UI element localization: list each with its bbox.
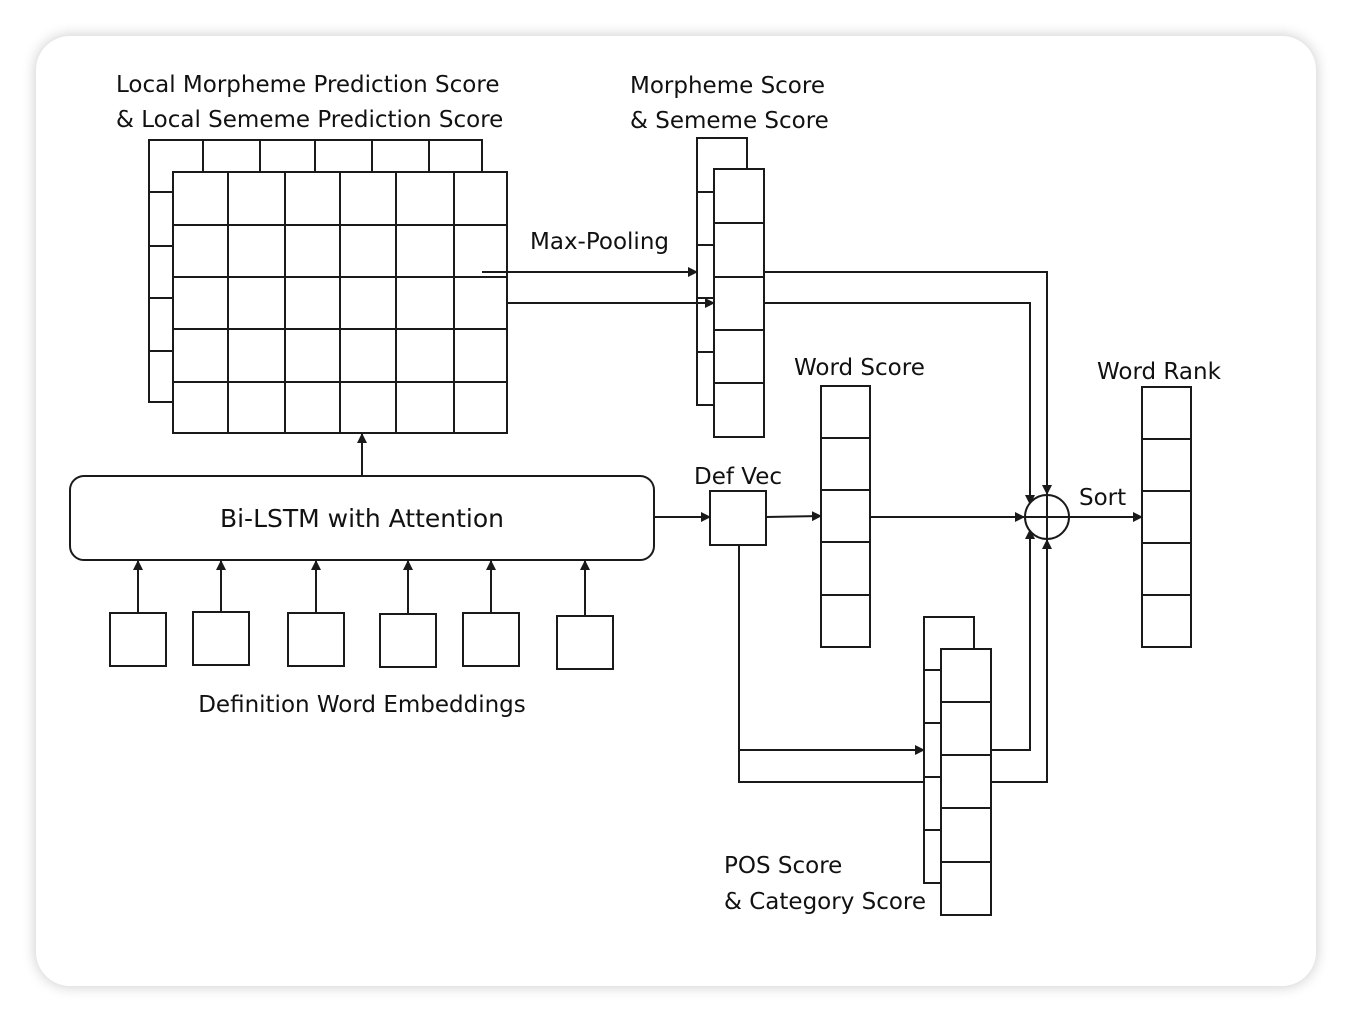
sememe-to-combine-arrow	[764, 302, 1035, 505]
def-vec-box	[709, 490, 767, 546]
sort-label: Sort	[1079, 485, 1126, 511]
morpheme-score-vector-front	[713, 168, 765, 438]
definition-embeddings	[109, 560, 614, 670]
cell-frame	[940, 648, 992, 916]
morpheme-score-label-line2: & Sememe Score	[630, 108, 829, 134]
word-embedding-box	[287, 612, 345, 667]
word-score-vector	[820, 385, 871, 648]
defvec-to-category-arrow	[738, 750, 942, 787]
cell-frame	[1141, 386, 1192, 648]
word-embedding-box	[556, 615, 614, 670]
category-to-combine-arrow	[991, 539, 1052, 783]
def-vec-label: Def Vec	[694, 464, 782, 490]
local-score-grid-front	[172, 171, 508, 434]
local-score-label-line1: Local Morpheme Prediction Score	[116, 72, 499, 98]
defvec-to-wordscore-arrow	[765, 511, 822, 522]
local-score-label-line2: & Local Sememe Prediction Score	[116, 107, 503, 133]
word-embedding-box	[192, 611, 250, 666]
pos-score-label-line1: POS Score	[724, 853, 842, 879]
cell-frame	[713, 168, 765, 438]
cell-frame	[820, 385, 871, 648]
pos-score-label-line2: & Category Score	[724, 889, 926, 915]
pos-to-combine-arrow	[991, 529, 1035, 751]
word-embedding-box	[109, 612, 167, 667]
pos-score-vector-front	[940, 648, 992, 916]
bilstm-label: Bi-LSTM with Attention	[220, 504, 504, 533]
morpheme-score-label-line1: Morpheme Score	[630, 73, 825, 99]
definition-embeddings-label: Definition Word Embeddings	[198, 692, 526, 718]
circle-plus-icon	[1024, 494, 1070, 540]
word-embedding-box	[379, 613, 437, 668]
morpheme-to-combine-arrow	[764, 271, 1052, 495]
word-score-label: Word Score	[794, 355, 925, 381]
word-rank-vector	[1141, 386, 1192, 648]
word-rank-label: Word Rank	[1097, 359, 1222, 385]
max-pooling-label: Max-Pooling	[530, 229, 669, 255]
word-embedding-box	[462, 612, 520, 667]
